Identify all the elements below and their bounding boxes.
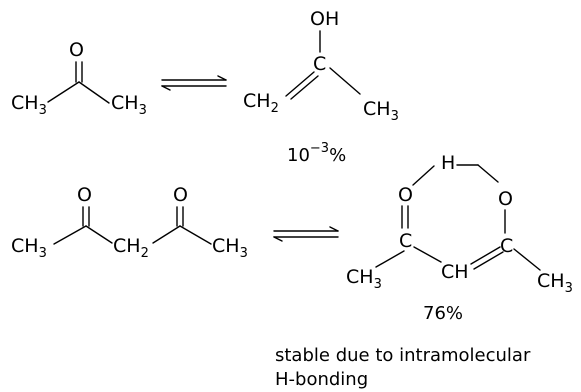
equilibrium-forward-barb [217, 75, 227, 81]
hydrogen-bond-right [477, 164, 499, 183]
enol-oh-bond [412, 165, 435, 186]
enol-oxygen-right: O [498, 188, 513, 210]
diketone-ch3-right: CH3 [212, 235, 248, 261]
enol-hydrogen: H [441, 152, 455, 174]
enol-ch3: CH3 [363, 98, 399, 124]
diketone-ch3-left: CH3 [11, 235, 47, 261]
acetone-ch3-left: CH3 [11, 92, 47, 118]
acetone-structure: O CH3 CH3 [11, 39, 147, 118]
acetone-oxygen: O [69, 39, 84, 61]
diketone-enol-percentage: 76% [423, 303, 463, 324]
enol-c-ch3-left-bond [375, 250, 405, 268]
diketone-structure: O O CH3 CH2 CH3 [11, 184, 248, 261]
diketone-ch3-left-bond [53, 225, 87, 245]
enol-ch2: CH2 [243, 90, 279, 116]
diketone-oxygen-left: O [77, 184, 92, 206]
note-line-1: stable due to intramolecular [275, 345, 531, 366]
diketone-ch2-c-bond [152, 225, 181, 244]
hbonding-note: stable due to intramolecular H-bonding [275, 345, 531, 390]
enol-cc-double-bond-b [290, 75, 319, 100]
diketone-ch2: CH2 [113, 235, 149, 261]
equilibrium-arrows-bottom [273, 226, 339, 242]
acetone-enol-structure: OH C CH2 CH3 10−3% [243, 8, 399, 166]
equilibrium-reverse-barb [273, 236, 283, 242]
acetone-left-bond [47, 81, 80, 103]
enol-ch3-left: CH3 [346, 266, 382, 292]
equilibrium-arrows-top [161, 75, 227, 91]
enol-ch-c-double-a [470, 246, 501, 265]
enol-cc-double-bond-a [285, 71, 315, 97]
equilibrium-reverse-barb [161, 85, 171, 91]
enol-ch-c-double-b [473, 251, 504, 270]
enol-c-ch-bond [413, 246, 442, 263]
enol-carbon-right: C [500, 235, 513, 257]
diketone-c-ch2-bond [85, 225, 113, 244]
acetone-right-bond [78, 81, 110, 104]
equilibrium-forward-barb [329, 226, 339, 232]
enol-ch: CH [441, 261, 469, 283]
enol-ch3-right: CH3 [537, 270, 573, 296]
enol-carbon-left: C [399, 230, 412, 252]
note-line-2: H-bonding [275, 369, 368, 390]
acetone-enol-percentage: 10−3% [287, 141, 346, 166]
diketone-ch3-right-bond [179, 225, 212, 245]
acetone-ch3-right: CH3 [111, 92, 147, 118]
enol-c-ch3-right-bond [513, 248, 541, 271]
enol-hydroxyl: OH [310, 8, 339, 30]
diketone-oxygen-right: O [173, 184, 188, 206]
enol-c-ch3-bond [329, 67, 361, 95]
enol-carbon: C [313, 53, 326, 75]
diketone-enol-structure: O H O C CH3 CH C CH3 76% [346, 152, 573, 324]
enol-oxygen-left: O [398, 184, 413, 206]
